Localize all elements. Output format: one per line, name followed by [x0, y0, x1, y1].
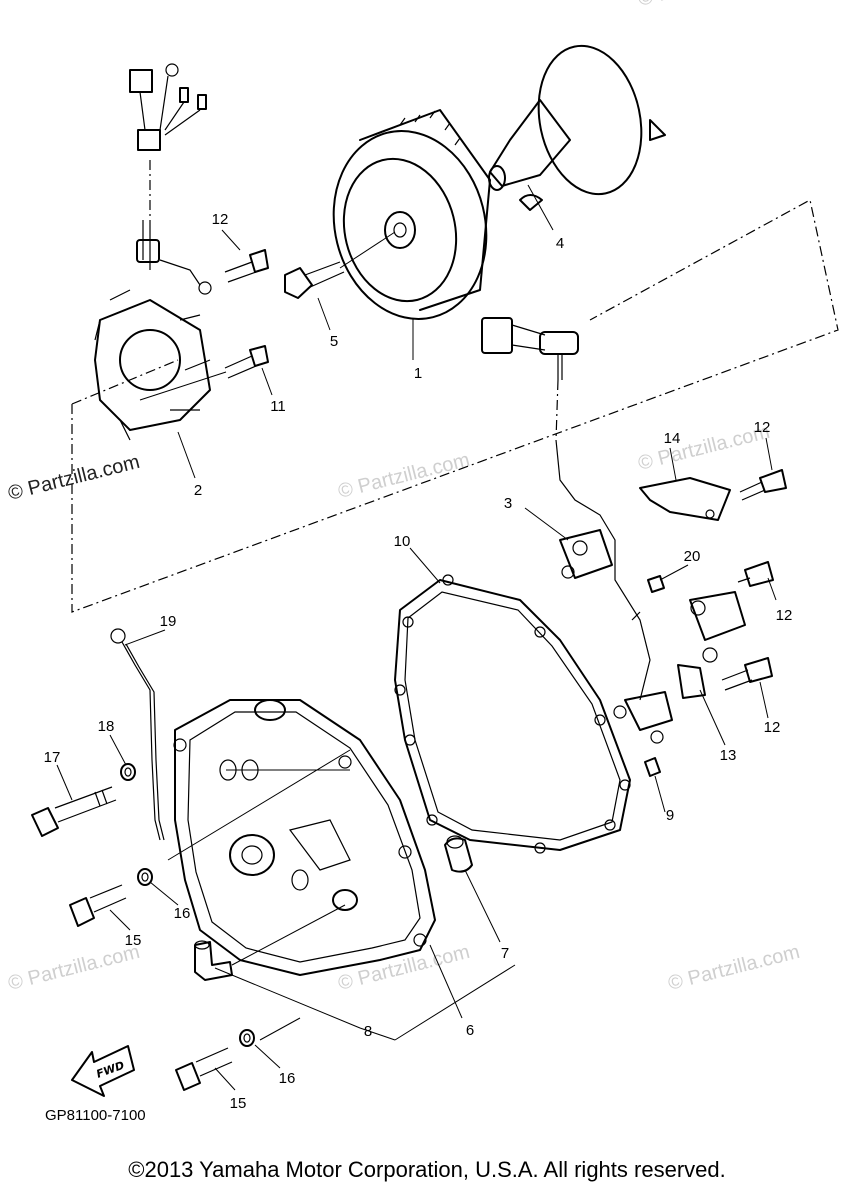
crankshaft-hub	[488, 44, 666, 196]
forward-arrow: FWD	[71, 1045, 135, 1097]
callout-19: 19	[160, 613, 177, 630]
callout-1: 1	[414, 365, 422, 382]
callout-11: 11	[270, 398, 286, 415]
bolt-17	[31, 786, 117, 837]
callout-14: 14	[664, 430, 681, 447]
flywheel-rotor	[332, 109, 491, 320]
copyright-notice: ©2013 Yamaha Motor Corporation, U.S.A. A…	[128, 1157, 725, 1182]
crankcase-gasket	[394, 574, 631, 854]
callout-5: 5	[330, 333, 338, 350]
neutral-switch	[631, 561, 774, 699]
callout-10: 10	[394, 533, 411, 550]
callout-18: 18	[98, 718, 115, 735]
watermark-top: © Partzilla.com	[636, 0, 772, 11]
woodruff-key	[519, 194, 543, 211]
callout-20: 20	[684, 548, 701, 565]
ground-lead	[110, 628, 165, 841]
callout-12-right-middle: 12	[776, 607, 793, 624]
callout-13: 13	[720, 747, 737, 764]
washers	[120, 763, 255, 1047]
callout-16-upper: 16	[174, 905, 191, 922]
stator-assembly	[94, 63, 212, 441]
callout-2: 2	[194, 482, 202, 499]
callout-12-top: 12	[212, 211, 229, 228]
group-frame	[71, 199, 839, 613]
callout-8: 8	[364, 1023, 372, 1040]
fwd-label: FWD	[95, 1059, 126, 1081]
leader-lines	[56, 184, 777, 1091]
callout-numbers: 1 2 3 4 5 6 7 8 9 10 11 12 12 12 12 13 1…	[44, 211, 793, 1112]
stator-bolts	[139, 249, 269, 401]
watermark-bottom-right: © Partzilla.com	[666, 941, 802, 995]
callout-4: 4	[556, 235, 564, 252]
callout-12-right-upper: 12	[754, 419, 771, 436]
callout-12-right-lower: 12	[764, 719, 781, 736]
callout-3: 3	[504, 495, 512, 512]
watermark-center: © Partzilla.com	[336, 449, 472, 503]
watermark-left: © Partzilla.com	[6, 451, 142, 505]
callout-15-upper: 15	[125, 932, 142, 949]
crankcase-cover	[173, 699, 436, 976]
watermark-bottom-center: © Partzilla.com	[336, 941, 472, 995]
diagram-code: GP81100-7100	[45, 1107, 146, 1124]
callout-15-lower: 15	[230, 1095, 247, 1112]
pickup-harness	[481, 317, 673, 744]
callout-6: 6	[466, 1022, 474, 1039]
cover-plate	[639, 469, 787, 521]
flywheel-bolt	[284, 231, 396, 299]
callout-17: 17	[44, 749, 61, 766]
callout-16-lower: 16	[279, 1070, 296, 1087]
dowel-pins	[444, 757, 661, 873]
hose-fitting	[194, 940, 233, 981]
watermark-bottom-left: © Partzilla.com	[6, 941, 142, 995]
watermark-right: © Partzilla.com	[636, 421, 772, 475]
callout-9: 9	[666, 807, 674, 824]
callout-7: 7	[501, 945, 509, 962]
